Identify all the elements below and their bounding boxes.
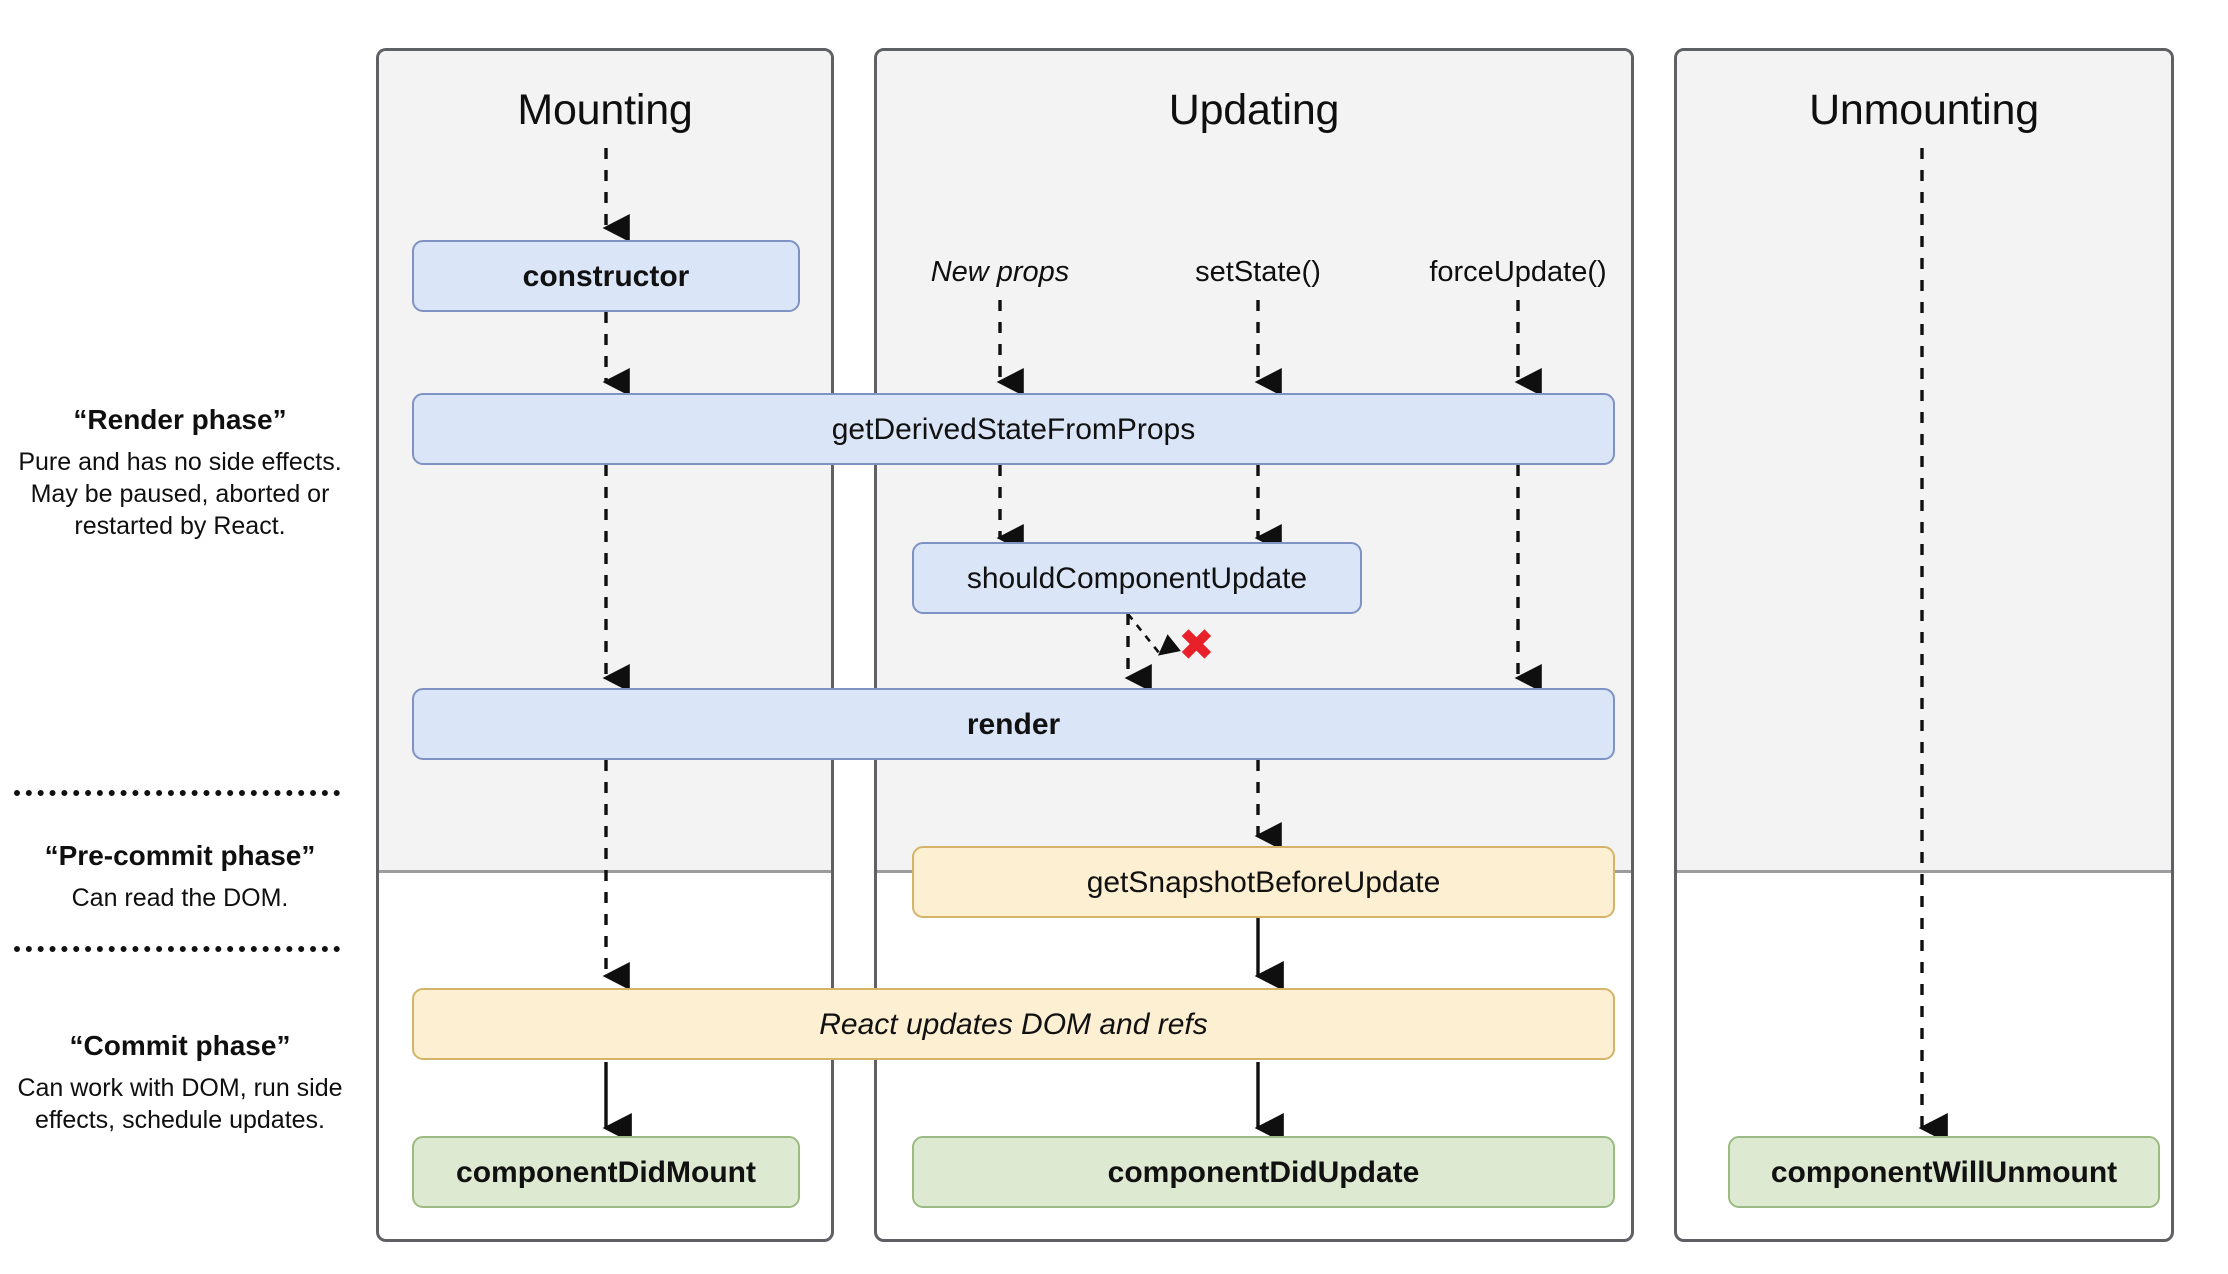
legend-render-phase-description: Pure and has no side effects. May be pau… <box>18 448 342 540</box>
trigger-new-props: New props <box>930 256 1070 288</box>
legend-render-phase: “Render phase” Pure and has no side effe… <box>12 404 348 542</box>
column-unmounting <box>1674 48 2174 1242</box>
legend-pre-commit-phase-title: “Pre-commit phase” <box>44 840 316 871</box>
node-get-derived-state-from-props[interactable]: getDerivedStateFromProps <box>412 393 1615 465</box>
legend-commit-phase-description: Can work with DOM, run side effects, sch… <box>17 1074 343 1134</box>
legend-render-phase-title: “Render phase” <box>73 404 287 435</box>
legend-commit-phase: “Commit phase” Can work with DOM, run si… <box>12 1030 348 1136</box>
node-render[interactable]: render <box>412 688 1615 760</box>
node-component-will-unmount[interactable]: componentWillUnmount <box>1728 1136 2160 1208</box>
column-title-updating: Updating <box>1168 86 1340 134</box>
legend-divider-top <box>14 790 340 796</box>
node-constructor[interactable]: constructor <box>412 240 800 312</box>
legend-commit-phase-title: “Commit phase” <box>69 1030 291 1061</box>
node-should-component-update[interactable]: shouldComponentUpdate <box>912 542 1362 614</box>
legend-divider-bottom <box>14 946 340 952</box>
legend-pre-commit-phase: “Pre-commit phase” Can read the DOM. <box>6 840 354 914</box>
legend-pre-commit-phase-description: Can read the DOM. <box>71 884 289 912</box>
node-component-did-mount[interactable]: componentDidMount <box>412 1136 800 1208</box>
node-component-did-update[interactable]: componentDidUpdate <box>912 1136 1615 1208</box>
node-get-snapshot-before-update[interactable]: getSnapshotBeforeUpdate <box>912 846 1615 918</box>
skip-update-x-icon: ✖ <box>1178 620 1215 671</box>
column-title-mounting: Mounting <box>517 86 693 134</box>
render-phase-shading-unmounting <box>1677 51 2171 873</box>
trigger-force-update: forceUpdate() <box>1429 256 1607 288</box>
trigger-set-state: setState() <box>1195 256 1321 288</box>
node-react-updates-dom-and-refs[interactable]: React updates DOM and refs <box>412 988 1615 1060</box>
column-title-unmounting: Unmounting <box>1809 86 2039 134</box>
